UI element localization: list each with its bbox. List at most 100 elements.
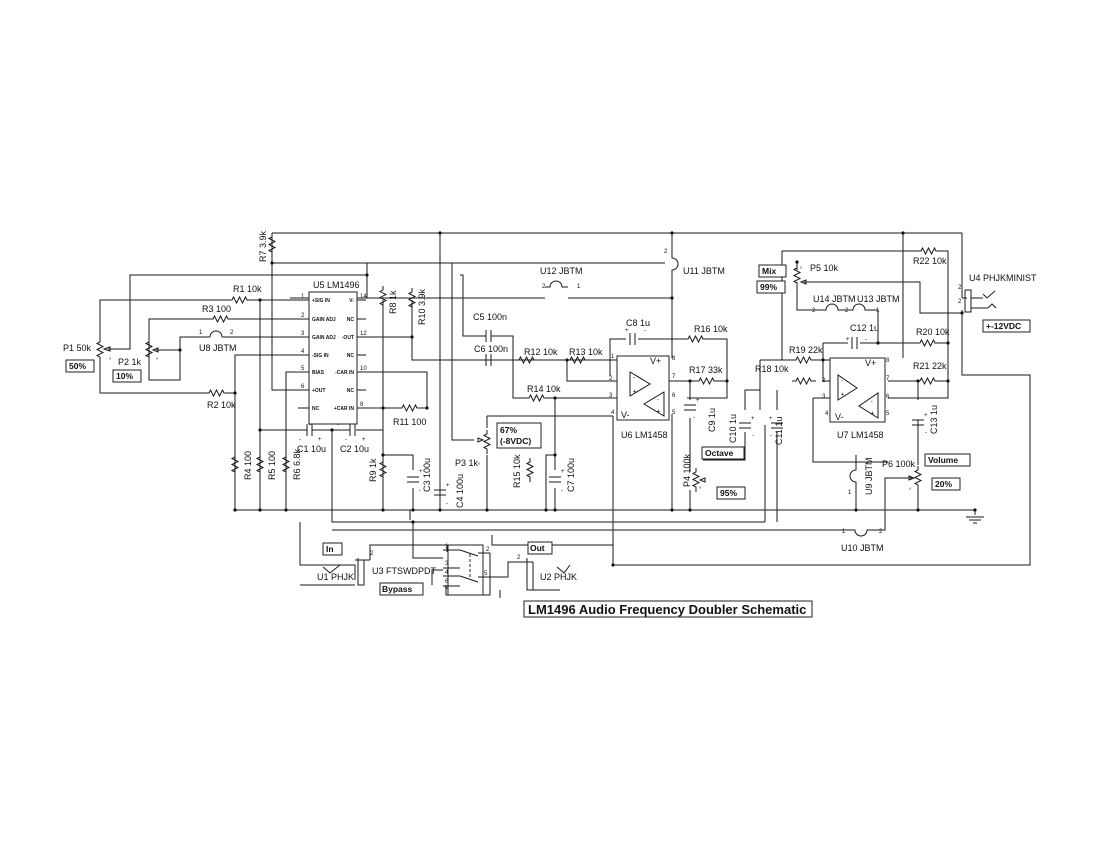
- u9-label: U9 JBTM: [864, 457, 874, 495]
- r17-label: R17 33k: [689, 365, 723, 375]
- svg-text:-: -: [925, 430, 927, 436]
- u5-pin-name: -SIG IN: [312, 353, 329, 359]
- u5-pin-number: 14: [360, 294, 367, 300]
- svg-text:°: °: [699, 487, 702, 493]
- u6-pin: 6: [672, 393, 676, 399]
- capacitor-c5: [463, 330, 496, 342]
- jumper-u9: [849, 455, 857, 486]
- u5-pin-name: GAIN ADJ: [312, 335, 336, 341]
- potentiometer-p3[interactable]: [483, 429, 491, 455]
- u5-pin-name: BIAS: [312, 370, 325, 376]
- resistor-r2: [204, 389, 230, 397]
- u6-label: U6 LM1458: [621, 430, 668, 440]
- svg-text:2: 2: [845, 308, 849, 314]
- u7-pin: 8: [886, 358, 890, 364]
- c10-label: C10 1u: [728, 414, 738, 443]
- jacks: 2 U1 PHJK 2 U2 PHJK 22 U4 PHJKMINIST: [300, 273, 1037, 591]
- p2-label: P2 1k: [118, 357, 142, 367]
- u6-pin: 2: [609, 376, 613, 382]
- potentiometers: P1 50k ° P2 1k ° P3 1k ° P4 100k ° P5 10…: [63, 263, 922, 494]
- p1-setting-label: 50%: [69, 361, 86, 371]
- r13-label: R13 10k: [569, 347, 603, 357]
- r21-label: R21 22k: [913, 361, 947, 371]
- svg-text:+: +: [362, 437, 366, 443]
- p5-setting-label: 99%: [760, 282, 777, 292]
- r3-label: R3 100: [202, 304, 231, 314]
- jumper-u11: [671, 252, 679, 272]
- r7-label: R7 3.9k: [258, 230, 268, 262]
- capacitor-c11: [771, 422, 783, 429]
- input-jack-u1[interactable]: [300, 558, 370, 586]
- r14-label: R14 10k: [527, 384, 561, 394]
- capacitor-c10: [739, 422, 751, 429]
- octave-label: Octave: [705, 448, 734, 458]
- junction-dots: [178, 231, 977, 567]
- svg-text:4: 4: [445, 570, 449, 576]
- output-jack-u2[interactable]: [517, 558, 560, 591]
- jumper-u12: [545, 280, 568, 288]
- c11-label: C11 1u: [774, 417, 784, 445]
- svg-text:-: -: [419, 488, 421, 494]
- bypass-label: Bypass: [382, 584, 413, 594]
- u5-label: U5 LM1496: [313, 280, 360, 290]
- svg-text:-: -: [446, 501, 448, 507]
- u7-pin: 5: [886, 411, 890, 417]
- c9-label: C9 1u: [707, 408, 717, 432]
- resistor-r1: [227, 296, 253, 304]
- potentiometer-p6[interactable]: [914, 465, 922, 491]
- p3-setting-label: 67%: [500, 425, 517, 435]
- resistor-r17: [694, 377, 720, 385]
- p4-label: P4 100k: [682, 453, 692, 487]
- schematic-title: LM1496 Audio Frequency Doubler Schematic: [528, 602, 806, 617]
- volume-label: Volume: [928, 455, 958, 465]
- c4-label: C4 100u: [455, 474, 465, 508]
- u7-pin: 2: [822, 378, 826, 384]
- p6-setting-label: 20%: [935, 479, 952, 489]
- svg-text:-: -: [693, 415, 695, 421]
- u7-pin: 6: [886, 394, 890, 400]
- svg-text:2: 2: [812, 308, 816, 314]
- u5-pin-name: -CAR IN: [335, 370, 354, 376]
- resistor-r19: [791, 356, 817, 364]
- p3-voltage-label: (-8VDC): [500, 436, 531, 446]
- u5-pin-name: +CAR IN: [334, 406, 355, 412]
- capacitors: -+ C1 10u -+ C2 10u C5 100n C6 100n +- C…: [297, 312, 939, 510]
- u14-label: U14 JBTM: [813, 294, 856, 304]
- u5-pin-number: 10: [360, 366, 367, 372]
- svg-text:+: +: [625, 328, 629, 334]
- u2-label: U2 PHJK: [540, 572, 577, 582]
- svg-text:-: -: [871, 399, 873, 405]
- u5-pin-name: +OUT: [312, 388, 325, 394]
- r20-label: R20 10k: [916, 327, 950, 337]
- u7-pin: 3: [822, 394, 826, 400]
- jumper-u10: [845, 529, 872, 537]
- u5-pin-name: -OUT: [342, 335, 354, 341]
- r6-label: R6 6.8k: [292, 448, 302, 480]
- u6-pin: 7: [672, 374, 676, 380]
- u6-vplus: V+: [650, 356, 661, 366]
- resistor-r14: [524, 394, 550, 402]
- c13-label: C13 1u: [929, 405, 939, 434]
- resistor-r15: [526, 457, 534, 483]
- u7-lm1458-chip: -+ -+ V+ V- U7 LM1458 2 3 4 5 6 7 8: [822, 357, 890, 440]
- resistor-r21: [915, 377, 941, 385]
- svg-text:1: 1: [876, 308, 880, 314]
- footswitch-u3[interactable]: 1 2 3 4 5 6 U3 FTSWDPDT: [372, 544, 490, 596]
- resistor-r11: [397, 404, 423, 412]
- svg-text:+: +: [751, 416, 755, 422]
- resistors: R1 10k R3 100 R2 10k R11 100 R12 10k R13…: [202, 230, 950, 488]
- svg-text:+: +: [561, 469, 565, 475]
- capacitor-c7: [549, 476, 561, 483]
- resistor-r20: [915, 339, 941, 347]
- resistor-r3: [208, 315, 234, 323]
- r12-label: R12 10k: [524, 347, 558, 357]
- u5-pin-number: 2: [301, 313, 305, 319]
- svg-text:2: 2: [664, 249, 668, 255]
- power-jack-u4[interactable]: [962, 289, 988, 313]
- p6-label: P6 100k: [882, 459, 916, 469]
- u11-label: U11 JBTM: [683, 266, 725, 276]
- potentiometer-p1[interactable]: [96, 337, 104, 363]
- svg-text:1: 1: [577, 284, 581, 290]
- capacitor-c12: [851, 337, 858, 349]
- capacitor-c2: [344, 424, 356, 436]
